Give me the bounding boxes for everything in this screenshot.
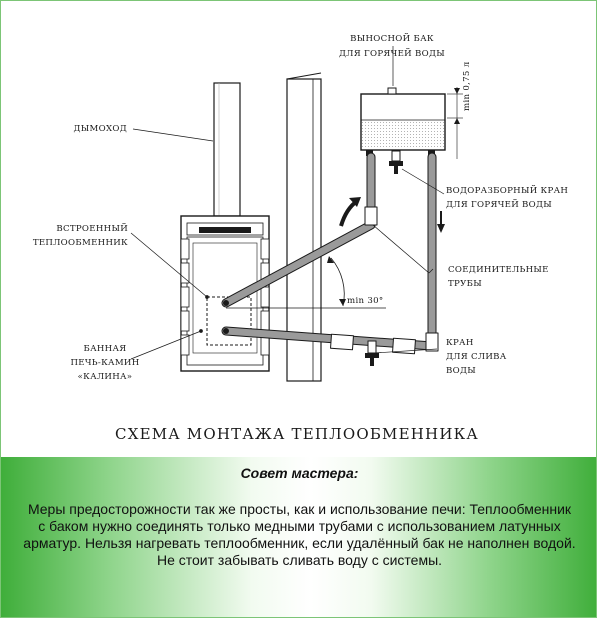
heat-exchanger-installation-diagram: ВЫНОСНОЙ БАК ДЛЯ ГОРЯЧЕЙ ВОДЫ min 0,75 л… [33, 32, 568, 443]
drain-label-line2: ДЛЯ СЛИВА [446, 352, 507, 362]
drain-label-line1: КРАН [446, 338, 474, 348]
chimney-label: ДЫМОХОД [73, 124, 127, 134]
flow-up-arrow [339, 197, 361, 227]
pipes-label-line1: СОЕДИНИТЕЛЬНЫЕ [448, 265, 549, 275]
angle-indicator [226, 256, 386, 309]
hot-tap-label-line2: ДЛЯ ГОРЯЧЕЙ ВОДЫ [446, 198, 552, 210]
tank-label-line2: ДЛЯ ГОРЯЧЕЙ ВОДЫ [339, 47, 445, 59]
connecting-pipes [221, 152, 439, 355]
master-tip-panel: Совет мастера: Меры предосторожности так… [1, 457, 596, 617]
flow-down-arrow [437, 211, 445, 233]
stove-label-line2: ПЕЧЬ-КАМИН [70, 358, 139, 368]
stove-label-line3: «КАЛИНА» [78, 372, 133, 382]
heat-exchanger-label-line2: ТЕПЛООБМЕННИК [33, 238, 128, 248]
wall-column [286, 72, 322, 382]
tip-body-text: Меры предосторожности так же просты, как… [23, 501, 576, 568]
drain-label-line3: ВОДЫ [446, 366, 476, 376]
tip-heading: Совет мастера: [240, 465, 359, 481]
hot-tap-label-line1: ВОДОРАЗБОРНЫЙ КРАН [446, 184, 568, 196]
hot-water-tap [389, 150, 403, 174]
pipes-label-line2: ТРУБЫ [448, 279, 482, 289]
min-level-label: min 0,75 л [462, 61, 472, 111]
leader-lines [130, 46, 445, 360]
sauna-stove [180, 215, 270, 372]
drain-tap [365, 340, 379, 366]
min-level-dimension [447, 87, 463, 159]
heat-exchanger-label-line1: ВСТРОЕННЫЙ [56, 222, 128, 234]
angle-label: min 30° [347, 296, 384, 306]
remote-hot-water-tank [360, 87, 446, 156]
exchanger-inlet-dot [223, 328, 229, 334]
tank-label-line1: ВЫНОСНОЙ БАК [350, 32, 434, 44]
chimney-pipe [213, 82, 241, 217]
diagram-title: СХЕМА МОНТАЖА ТЕПЛООБМЕННИКА [115, 425, 479, 443]
stove-label-line1: БАННАЯ [83, 344, 126, 354]
exchanger-outlet-dot [223, 300, 229, 306]
